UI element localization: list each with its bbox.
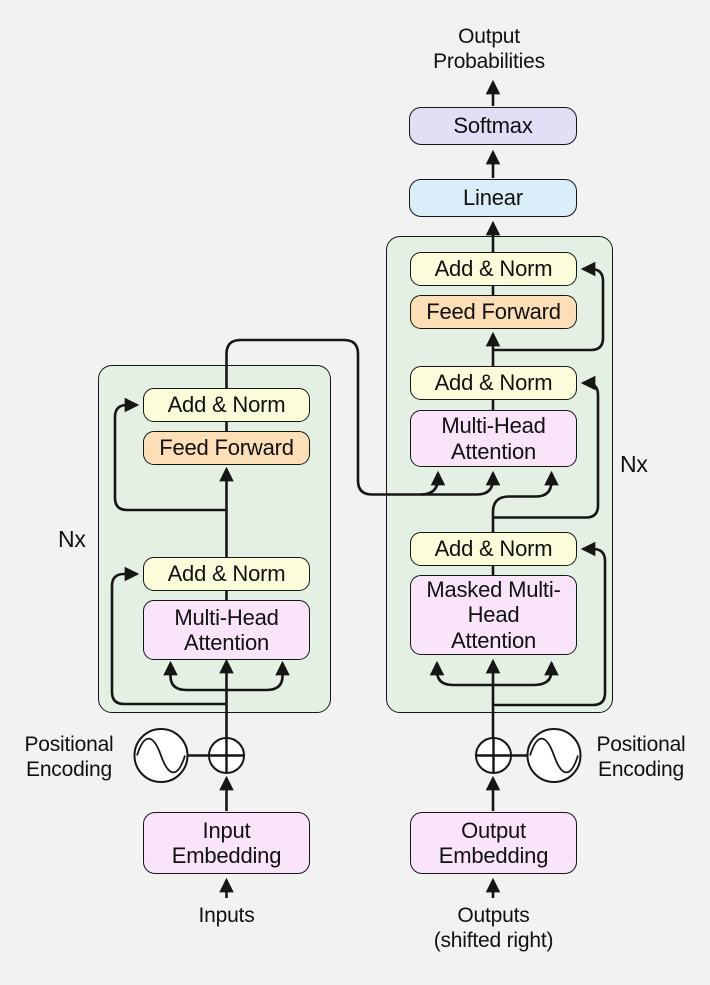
inputs-label: Inputs	[198, 904, 255, 927]
nx-label-left: Nx	[58, 526, 86, 552]
positional-encoding-label-right: Positional Encoding	[596, 733, 686, 782]
softmax-box: Softmax	[409, 107, 577, 145]
sine-circle-icon-left	[133, 728, 189, 783]
decoder-addnorm-top-box: Add & Norm	[410, 252, 577, 286]
decoder-addnorm-mid-box: Add & Norm	[410, 366, 577, 400]
output-probabilities-label: Output Probabilities	[433, 25, 545, 74]
decoder-addnorm-bottom-box: Add & Norm	[410, 532, 577, 566]
nx-label-right: Nx	[620, 451, 648, 477]
masked-multi-head-attention-box: Masked Multi- Head Attention	[410, 575, 577, 655]
positional-encoding-label-left: Positional Encoding	[24, 733, 114, 782]
outputs-label: Outputs (shifted right)	[433, 904, 554, 953]
encoder-addnorm-top-box: Add & Norm	[143, 388, 310, 422]
encoder-multi-head-attention-box: Multi-Head Attention	[143, 600, 310, 660]
plus-circle-icon-left	[208, 737, 245, 774]
encoder-addnorm-bottom-box: Add & Norm	[143, 557, 310, 591]
decoder-multi-head-attention-box: Multi-Head Attention	[410, 410, 577, 467]
output-embedding-box: Output Embedding	[410, 812, 577, 874]
encoder-feedforward-box: Feed Forward	[143, 431, 310, 465]
linear-box: Linear	[409, 179, 577, 217]
plus-circle-icon-right	[475, 737, 512, 774]
decoder-feedforward-box: Feed Forward	[410, 295, 577, 329]
input-embedding-box: Input Embedding	[143, 812, 310, 874]
sine-circle-icon-right	[526, 728, 582, 783]
